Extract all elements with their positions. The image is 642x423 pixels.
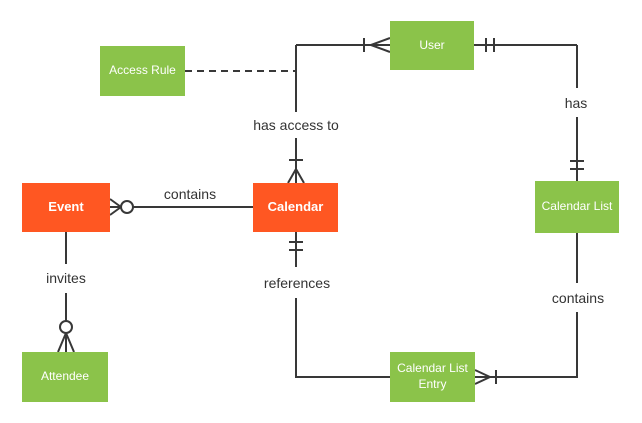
- relationship-label-has: has: [561, 93, 591, 113]
- entity-attendee-label: Attendee: [40, 369, 90, 384]
- relationship-label-contains-entry: contains: [548, 288, 608, 308]
- one-and-only-one-icon: [485, 38, 495, 52]
- entity-access-rule[interactable]: Access Rule: [100, 46, 185, 96]
- entity-attendee[interactable]: Attendee: [22, 352, 108, 402]
- entity-calendar-list-label: Calendar List: [541, 199, 613, 214]
- connector-event-invites-attendee: [57, 232, 75, 353]
- crowfoot-one-or-many-icon: [287, 159, 305, 184]
- entity-user[interactable]: User: [390, 21, 474, 70]
- crowfoot-one-or-many-icon: [363, 37, 391, 53]
- entity-access-rule-label: Access Rule: [109, 63, 176, 78]
- entity-calendar-list-entry-label: Calendar List Entry: [397, 361, 468, 391]
- entity-calendar-list[interactable]: Calendar List: [535, 181, 619, 233]
- entity-user-label: User: [419, 37, 445, 52]
- relationship-label-invites: invites: [43, 268, 89, 288]
- entity-calendar[interactable]: Calendar: [253, 183, 338, 232]
- one-and-only-one-icon: [289, 241, 303, 251]
- crowfoot-zero-or-many-icon: [109, 198, 134, 216]
- entity-calendar-list-entry[interactable]: Calendar List Entry: [390, 352, 475, 402]
- connector-calendar-contains-event: [109, 198, 253, 216]
- connector-user-has-calendar-list: [474, 38, 584, 181]
- entity-event-label: Event: [48, 199, 84, 215]
- one-and-only-one-icon: [570, 160, 584, 170]
- crowfoot-one-or-many-icon: [474, 369, 497, 385]
- relationship-label-contains-event: contains: [163, 186, 217, 202]
- entity-event[interactable]: Event: [22, 183, 110, 232]
- connector-user-has-access-to-calendar: [287, 37, 391, 184]
- entity-calendar-label: Calendar: [267, 199, 324, 215]
- connector-calendar-list-contains-entry: [474, 233, 578, 385]
- crowfoot-zero-or-many-icon: [57, 320, 75, 353]
- relationship-label-references: references: [260, 273, 334, 293]
- connector-calendar-references-entry: [289, 232, 390, 378]
- relationship-label-has-access-to: has access to: [250, 115, 342, 135]
